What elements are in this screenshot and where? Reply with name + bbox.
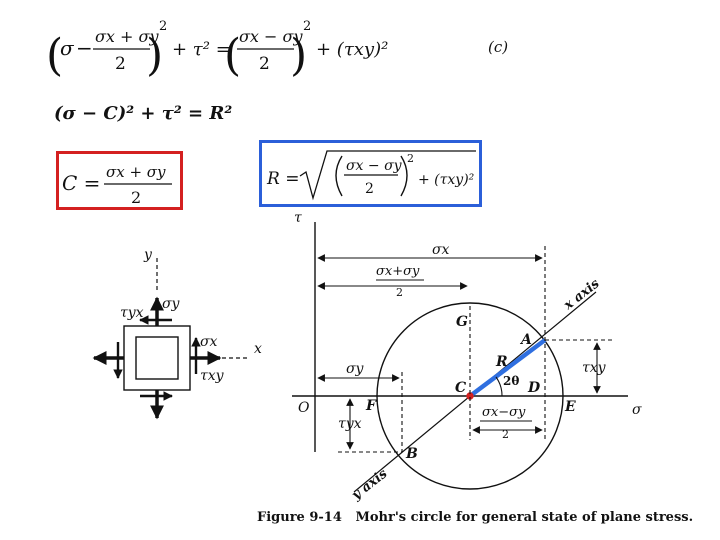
tau-xy-dimension-label: τxy <box>582 360 607 376</box>
half-diff-den: 2 <box>502 428 509 441</box>
origin-label: O <box>298 400 310 416</box>
radius-formula-exp: 2 <box>407 152 414 165</box>
center-formula-box <box>56 151 183 210</box>
inner-element <box>135 336 179 380</box>
radius-formula: R = 2 σx − σy 2 2 + (τxy)² <box>266 150 476 201</box>
eq-c-rhs-exp: 2 <box>303 19 311 34</box>
eq-c-open-paren: ( <box>46 30 63 81</box>
element-tau-yx-label: τyx <box>120 305 144 321</box>
radius-formula-tail: + (τxy)² <box>418 172 475 188</box>
element-sigma-x-label: σx <box>200 334 218 350</box>
radius-label: R <box>495 354 508 370</box>
outer-element <box>123 325 191 391</box>
figure-caption: Figure 9-14 Mohr's circle for general st… <box>257 510 693 525</box>
angle-label: 2θ <box>503 374 519 388</box>
two-theta-arc <box>495 376 503 397</box>
radius-formula-num: σx − σy <box>346 158 403 174</box>
point-g-label: G <box>456 314 468 330</box>
center-formula-lhs: C = <box>62 171 100 195</box>
element-y-label: y <box>143 247 153 263</box>
eq-c-rhs-tail: + (τxy)² <box>316 39 388 60</box>
element-sigma-y-label: σy <box>162 296 181 312</box>
radius-formula-left-paren <box>335 155 343 197</box>
eq-c-minus: − <box>76 36 93 60</box>
radius-formula-right-paren <box>400 155 408 197</box>
equation-c: ( σ − σx + σy 2 ) 2 + τ² = ( σx − σy 2 )… <box>46 19 508 81</box>
eq-c-num: σx + σy <box>95 27 159 46</box>
point-e-label: E <box>564 399 576 415</box>
radius-line <box>468 338 547 398</box>
center-formula: C = σx + σy 2 <box>62 163 172 207</box>
eq-c-tag: (c) <box>488 38 508 56</box>
point-b-label: B <box>405 446 418 462</box>
eq-c-exp: 2 <box>159 19 167 34</box>
sigma-x-dimension-label: σx <box>432 242 450 258</box>
half-diff-num: σx−σy <box>482 405 526 420</box>
mohr-circle-diagram: τ σ O σx σx+σy 2 σy σx−σy 2 τxy τyx G A … <box>292 210 642 504</box>
eq-c-sigma: σ <box>60 36 75 60</box>
eq-c-rhs-num: σx − σy <box>239 27 303 46</box>
eq-c-rhs-den: 2 <box>259 54 270 74</box>
sigma-axis-label: σ <box>632 402 642 418</box>
figure-number: Figure 9-14 <box>257 510 342 525</box>
eq-c-rhs-open-paren: ( <box>224 30 241 81</box>
stress-element: y x τyx σy σx τxy <box>92 247 262 420</box>
radius-formula-den: 2 <box>365 181 374 197</box>
mohr-circle <box>376 302 564 490</box>
point-a-label: A <box>519 332 532 348</box>
radius-formula-lhs: R = <box>266 169 299 189</box>
y-axis-label: y axis <box>348 466 390 504</box>
point-c-label: C <box>455 380 466 396</box>
tau-axis-label: τ <box>294 210 302 226</box>
x-axis-label: x axis <box>560 276 603 314</box>
radius-formula-sqrt <box>299 150 476 201</box>
figure-caption-text: Mohr's circle for general state of plane… <box>355 510 694 525</box>
eq-c-plus-tau: + τ² = <box>172 39 231 60</box>
eq-c-rhs-close-paren: ) <box>290 30 307 81</box>
circle-equation: (σ − C)² + τ² = R² <box>54 103 232 124</box>
point-d-label: D <box>527 380 541 396</box>
element-x-label: x <box>254 341 262 357</box>
tau-yx-dimension-label: τyx <box>338 416 362 432</box>
sigma-y-dimension-label: σy <box>346 361 365 377</box>
eq-c-den: 2 <box>115 54 126 74</box>
center-formula-den: 2 <box>131 188 141 207</box>
center-formula-num: σx + σy <box>106 163 166 181</box>
eq-c-close-paren: ) <box>146 30 163 81</box>
element-tau-xy-label: τxy <box>200 368 225 384</box>
radius-formula-box <box>259 140 482 207</box>
point-f-label: F <box>365 398 377 414</box>
center-dimension-den: 2 <box>396 286 403 299</box>
center-dimension-num: σx+σy <box>376 264 420 279</box>
